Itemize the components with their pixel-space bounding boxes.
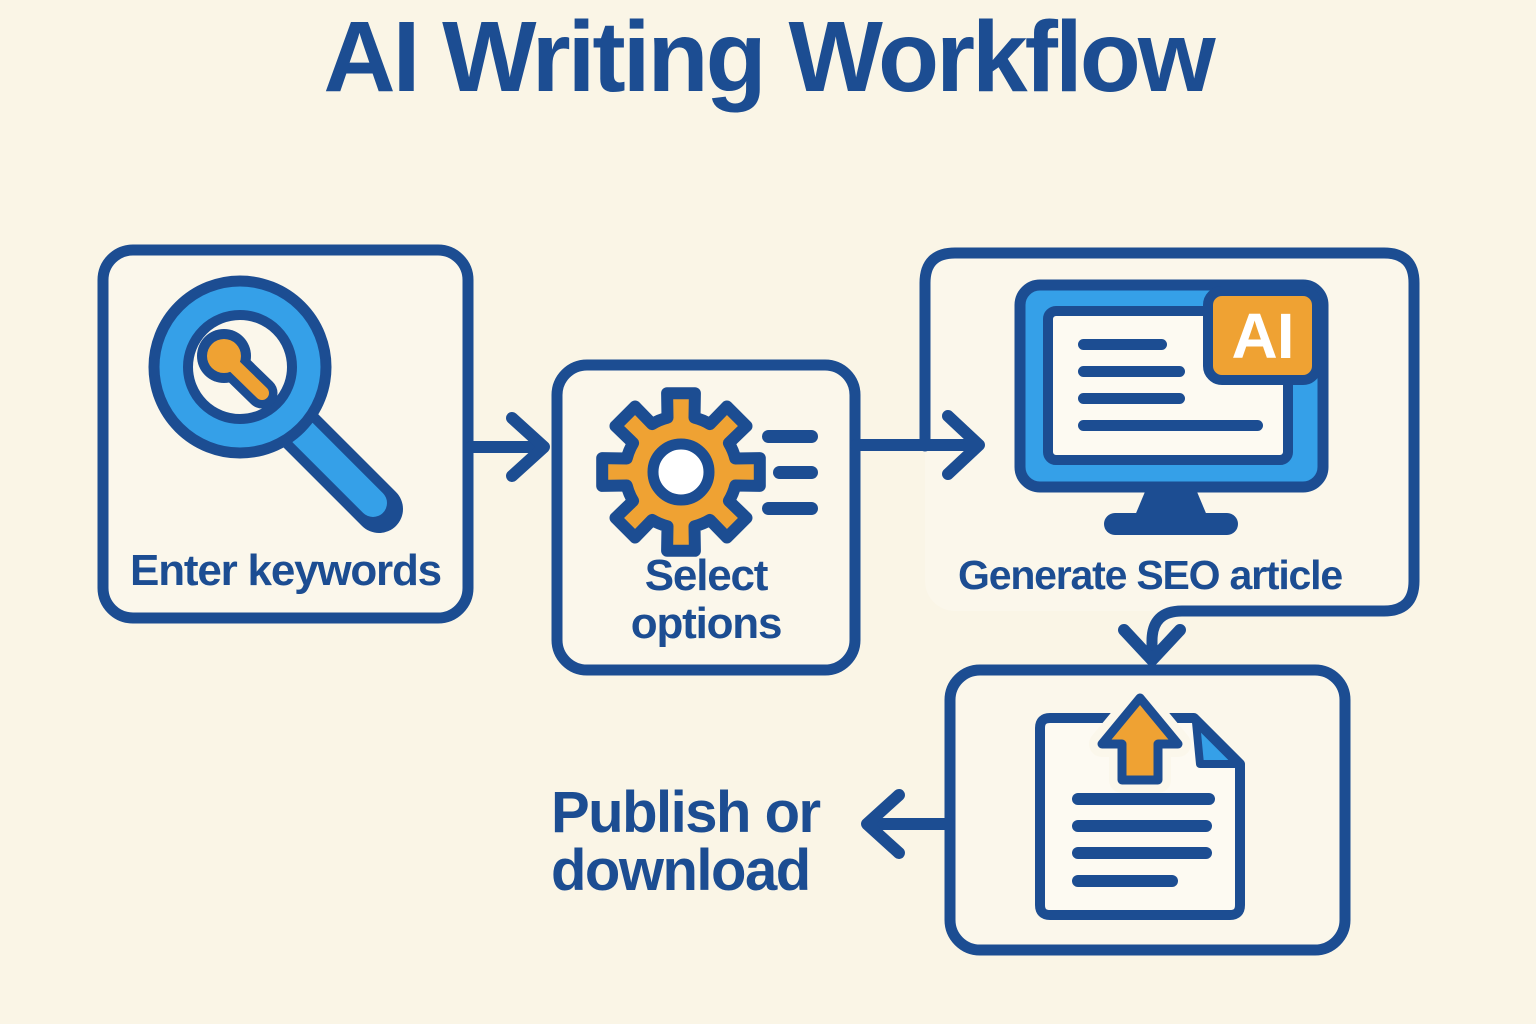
gear-hub (647, 438, 715, 506)
options-list-icon (762, 430, 818, 515)
arrow-head-down-icon (1118, 624, 1186, 666)
ai-badge (1203, 286, 1322, 385)
ai-badge-label: AI (1231, 299, 1295, 372)
monitor-ai-article-icon (1014, 279, 1329, 535)
connectors (465, 410, 1186, 859)
step3-label: Generate SEO article (958, 552, 1343, 598)
document-upload-icon (1035, 685, 1245, 920)
keyword-key-icon (197, 329, 278, 409)
step3-box-outline (919, 247, 1420, 656)
arrow-step3-to-step4 (1118, 624, 1186, 666)
arrow-step4-to-label (861, 789, 955, 859)
document-text-lines (1072, 793, 1215, 887)
document-fold-corner (1192, 718, 1242, 768)
document-page (1035, 713, 1245, 920)
arrow-head-left-icon (861, 789, 905, 859)
page-title: AI Writing Workflow (323, 1, 1215, 113)
gear-options-icon (596, 387, 818, 557)
arrow-step1-to-step2 (465, 412, 550, 482)
arrow-head-right-icon (942, 410, 985, 480)
upload-arrow-icon (1089, 685, 1191, 793)
article-text-lines (1078, 339, 1263, 431)
magnifying-glass-keyword-icon (148, 275, 403, 533)
arrow-head-right-icon (506, 412, 550, 482)
monitor-stand (1134, 487, 1208, 518)
step4-label: Publish or download (551, 780, 821, 903)
step1-label: Enter keywords (130, 546, 442, 595)
step2-label: Select options (630, 551, 783, 648)
arrow-step2-to-step3 (850, 410, 985, 480)
monitor-base (1104, 513, 1238, 535)
